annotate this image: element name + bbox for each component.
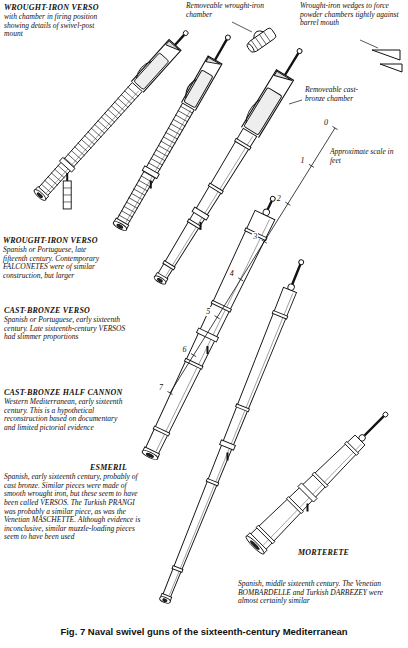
- gun-drawing: [31, 25, 194, 203]
- annotation: Spanish or Portuguese, early sixteenth c…: [4, 316, 129, 342]
- gun-drawing: [110, 30, 236, 232]
- post-band: [63, 201, 71, 202]
- gun-name: WROUGHT-IRON VERSO: [3, 236, 111, 245]
- gun-drawing: [148, 43, 309, 288]
- scale-number: 6: [182, 345, 188, 354]
- scale-number: 5: [205, 307, 211, 316]
- swivel-pin: [207, 346, 209, 354]
- gun-drawing: [244, 404, 396, 556]
- scale-tick: [285, 202, 290, 205]
- leader-line: [289, 100, 302, 104]
- gun-drawing: [157, 257, 309, 605]
- swivel-pin: [150, 181, 152, 189]
- scale-tick: [332, 126, 337, 129]
- annotation: Spanish or Portuguese, late fifteenth ce…: [3, 246, 103, 281]
- scale-line: [170, 128, 335, 393]
- gun-name: MORTERETE: [298, 548, 378, 557]
- gun-name: ESMERIL: [90, 463, 150, 472]
- loose-chamber: [243, 24, 277, 54]
- scale-number: 4: [229, 269, 235, 278]
- annotation: with chamber in firing position showing …: [4, 13, 104, 39]
- swivel-pin: [200, 222, 202, 230]
- gun-name: WROUGHT-IRON VERSO: [4, 3, 119, 12]
- wedge: [380, 64, 402, 72]
- wedge: [372, 50, 400, 60]
- swivel-pin: [227, 453, 229, 461]
- leader-line: [232, 22, 252, 32]
- scale-number: 2: [276, 194, 282, 203]
- annotation: Removeable wrought-iron chamber: [186, 2, 274, 19]
- scale-tick: [215, 316, 220, 319]
- gun-name: CAST-BRONZE HALF CANNON: [4, 388, 139, 397]
- scale-tick: [262, 240, 267, 243]
- swivel-post: [63, 181, 71, 209]
- leader-line: [360, 40, 378, 48]
- scale-number: 1: [299, 156, 305, 165]
- gun-name: CAST-BRONZE VERSO: [4, 306, 114, 315]
- annotation: Removeable cast-bronze chamber: [305, 86, 377, 103]
- scale-tick: [167, 391, 172, 394]
- annotation: Spanish, middle sixteenth century. The V…: [238, 580, 403, 606]
- scale-number: 0: [323, 118, 329, 127]
- annotation: Approximate scale in feet: [330, 148, 404, 165]
- post-band: [63, 187, 71, 188]
- scale-tick: [309, 164, 314, 167]
- scale-number: 7: [158, 383, 164, 392]
- annotation: Western Mediterranean, early sixteenth c…: [4, 398, 129, 433]
- scale-number: 3: [252, 232, 258, 241]
- scale-tick: [238, 278, 243, 281]
- annotation: Wrought-iron wedges to force powder cham…: [300, 2, 404, 28]
- post-band: [63, 194, 71, 195]
- swivel-pin: [307, 504, 309, 512]
- figure-caption: Fig. 7 Naval swivel guns of the sixteent…: [0, 626, 408, 637]
- annotation: Spanish, early sixteenth century, probab…: [4, 473, 144, 542]
- scale-tick: [191, 354, 196, 357]
